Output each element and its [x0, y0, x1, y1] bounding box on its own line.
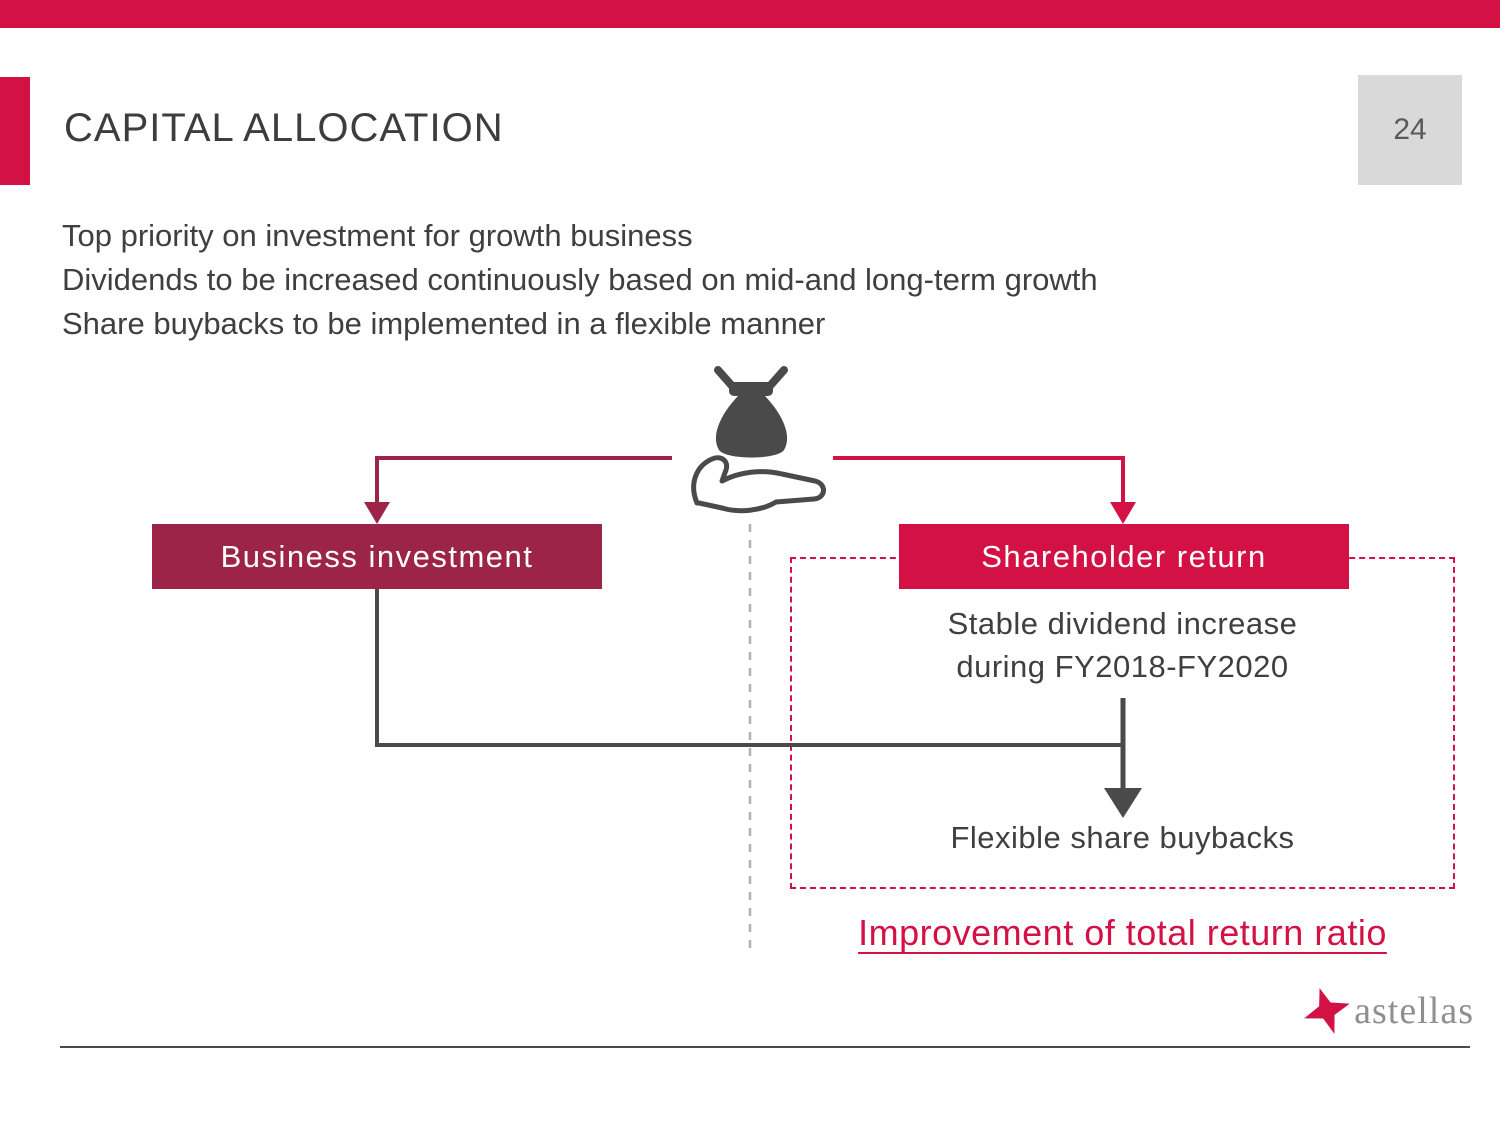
- footer-divider: [60, 1046, 1470, 1048]
- page-number: 24: [1393, 113, 1427, 146]
- business-investment-box: Business investment: [152, 524, 602, 589]
- title-accent-bar: [0, 77, 30, 185]
- left-connector-arrow: [364, 456, 672, 524]
- astellas-logo-text: astellas: [1354, 990, 1474, 1032]
- shareholder-return-box: Shareholder return: [899, 524, 1349, 589]
- stable-dividend-text: Stable dividend increase during FY2018-F…: [800, 602, 1445, 688]
- business-investment-label: Business investment: [220, 538, 534, 574]
- intro-line-3: Share buybacks to be implemented in a fl…: [62, 306, 826, 341]
- top-accent-bar: [0, 0, 1500, 28]
- conclusion-text: Improvement of total return ratio: [858, 912, 1387, 953]
- flexible-buybacks-text: Flexible share buybacks: [950, 820, 1295, 855]
- stable-dividend-line-2: during FY2018-FY2020: [956, 649, 1289, 684]
- money-bag-in-hand-icon: [691, 366, 826, 514]
- intro-line-1: Top priority on investment for growth bu…: [62, 218, 693, 253]
- page-number-box: 24: [1358, 75, 1462, 185]
- intro-line-2: Dividends to be increased continuously b…: [62, 262, 1098, 297]
- astellas-logo: astellas: [1300, 984, 1474, 1038]
- page-title: CAPITAL ALLOCATION: [64, 106, 504, 150]
- right-connector-arrow: [833, 456, 1136, 524]
- shareholder-return-label: Shareholder return: [981, 538, 1267, 574]
- intro-text-block: Top priority on investment for growth bu…: [62, 214, 1098, 346]
- astellas-star-icon: [1304, 988, 1350, 1034]
- stable-dividend-line-1: Stable dividend increase: [947, 606, 1298, 641]
